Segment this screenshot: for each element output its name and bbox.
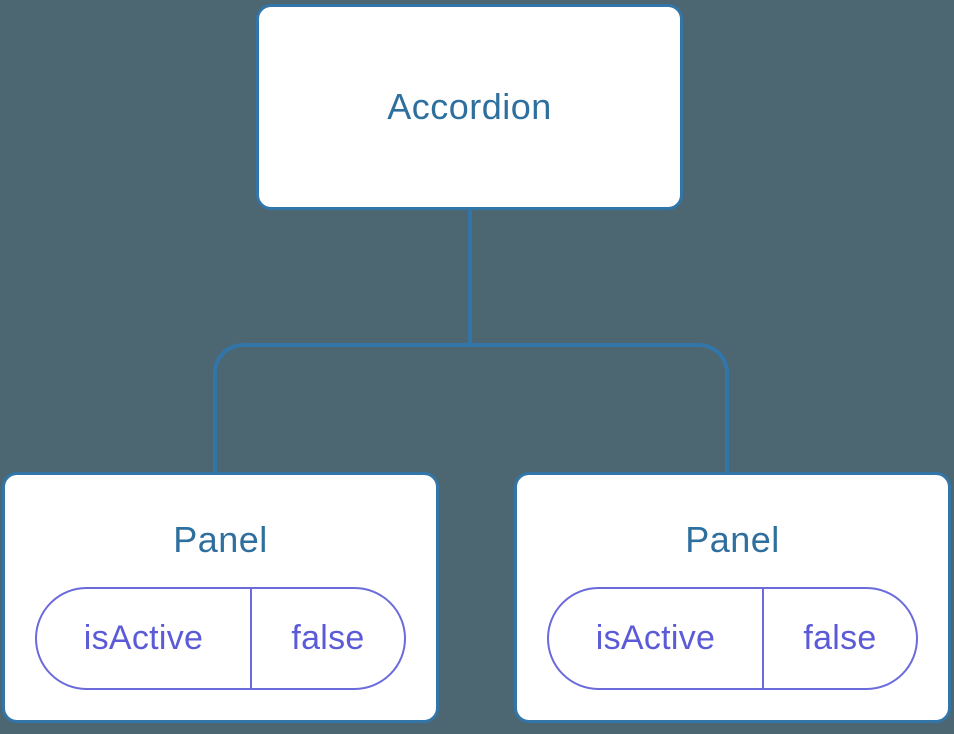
connector-bracket — [213, 343, 729, 473]
state-key: isActive — [595, 619, 716, 657]
component-node-panel-1: Panel isActive false — [2, 472, 439, 723]
state-value: false — [250, 589, 404, 688]
state-pill: isActive false — [35, 587, 406, 690]
state-value: false — [762, 589, 916, 688]
component-node-panel-2: Panel isActive false — [514, 472, 951, 723]
panel-node-label: Panel — [685, 519, 780, 560]
state-pill: isActive false — [547, 587, 918, 690]
state-key: isActive — [83, 619, 204, 657]
component-node-accordion: Accordion — [256, 4, 683, 210]
panel-node-label: Panel — [173, 519, 268, 560]
connector-stem-line — [468, 208, 472, 345]
accordion-node-label: Accordion — [387, 86, 552, 127]
